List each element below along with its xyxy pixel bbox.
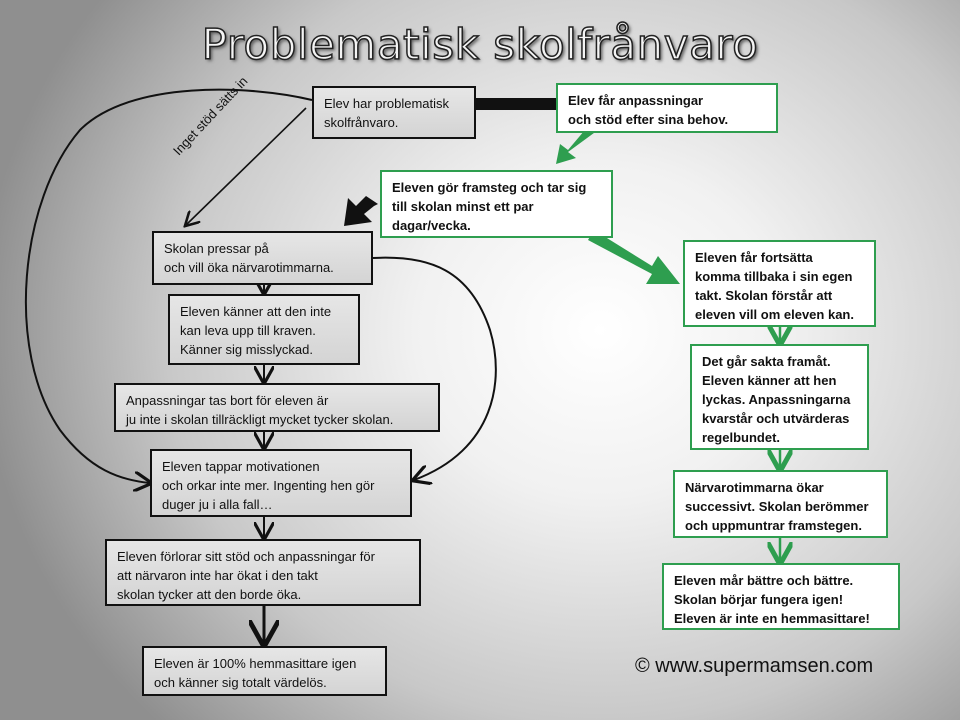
box-text: att närvaron inte har ökat i den takt [117, 568, 318, 583]
box-text: komma tillbaka i sin egen [695, 269, 853, 284]
arrow-to-progress [556, 124, 598, 164]
box-text: Eleven förlorar sitt stöd och anpassning… [117, 549, 375, 564]
box-feels-failure: Eleven känner att den inte kan leva upp t… [168, 294, 360, 365]
box-text: Eleven gör framsteg och tar sig [392, 180, 587, 195]
box-loses-support: Eleven förlorar sitt stöd och anpassning… [105, 539, 421, 606]
box-text: ju inte i skolan tillräckligt mycket tyc… [126, 412, 394, 427]
box-text: och stöd efter sina behov. [568, 112, 729, 127]
box-text: Skolan börjar fungera igen! [674, 592, 844, 607]
curve-right [372, 256, 497, 480]
copyright-text: © www.supermamsen.com [635, 655, 874, 677]
box-text: Närvarotimmarna ökar [685, 480, 824, 495]
box-text: Eleven får fortsätta [695, 250, 813, 265]
box-text: dagar/vecka. [392, 218, 471, 233]
box-gets-support: Elev får anpassningar och stöd efter sina… [556, 83, 778, 133]
box-text: till skolan minst ett par [392, 199, 534, 214]
box-text: Elev får anpassningar [568, 93, 704, 108]
edge-no-support [186, 107, 307, 225]
box-problematic-absence: Elev har problematisk skolfrånvaro. [312, 86, 476, 139]
box-text: Eleven är inte en hemmasittare! [674, 611, 870, 626]
arrow-to-own-pace [588, 230, 680, 284]
box-text: Eleven känner att den inte [180, 304, 332, 319]
box-own-pace: Eleven får fortsätta komma tillbaka i sin… [683, 240, 876, 327]
box-text: och orkar inte mer. Ingenting hen gör [162, 478, 375, 493]
box-adjustments-removed: Anpassningar tas bort för eleven är ju in… [114, 383, 440, 432]
box-text: Det går sakta framåt. [702, 354, 831, 369]
box-text: regelbundet. [702, 430, 781, 445]
diagram-title: Problematisk skolfrånvaro [201, 19, 759, 70]
box-text: Eleven är 100% hemmasittare igen [154, 656, 357, 671]
box-makes-progress: Eleven gör framsteg och tar sig till skol… [380, 170, 613, 238]
box-text: och uppmuntrar framstegen. [685, 518, 862, 533]
box-text: Anpassningar tas bort för eleven är [126, 393, 329, 408]
box-text: och vill öka närvarotimmarna. [164, 260, 334, 275]
box-text: kan leva upp till kraven. [180, 323, 316, 338]
box-text: skolan tycker att den borde öka. [117, 587, 302, 602]
box-school-pressures: Skolan pressar på och vill öka närvarotim… [152, 231, 373, 285]
box-full-absentee: Eleven är 100% hemmasittare igen och känn… [142, 646, 387, 696]
box-text: Skolan pressar på [164, 241, 269, 256]
box-text: lyckas. Anpassningarna [702, 392, 851, 407]
curve-top-left [24, 88, 313, 483]
box-text: takt. Skolan förstår att [695, 288, 833, 303]
box-text: Eleven känner att hen [702, 373, 837, 388]
box-slow-progress: Det går sakta framåt. Eleven känner att h… [690, 344, 869, 450]
box-text: och känner sig totalt värdelös. [154, 675, 327, 690]
box-text: Eleven mår bättre och bättre. [674, 573, 854, 588]
box-text: Känner sig misslyckad. [180, 342, 313, 357]
box-text: skolfrånvaro. [324, 115, 399, 130]
arrow-back-to-pressure [344, 196, 378, 226]
box-text: Elev har problematisk [324, 96, 449, 111]
box-text: kvarstår och utvärderas [702, 411, 850, 426]
arrow-to-support [476, 88, 590, 118]
box-text: Eleven tappar motivationen [162, 459, 320, 474]
box-attendance-increases: Närvarotimmarna ökar successivt. Skolan b… [673, 470, 888, 538]
box-text: duger ju i alla fall… [162, 497, 273, 512]
box-loses-motivation: Eleven tappar motivationen och orkar inte… [150, 449, 412, 517]
box-feels-better: Eleven mår bättre och bättre. Skolan börj… [662, 563, 900, 630]
box-text: eleven vill om eleven kan. [695, 307, 854, 322]
box-text: successivt. Skolan berömmer [685, 499, 869, 514]
